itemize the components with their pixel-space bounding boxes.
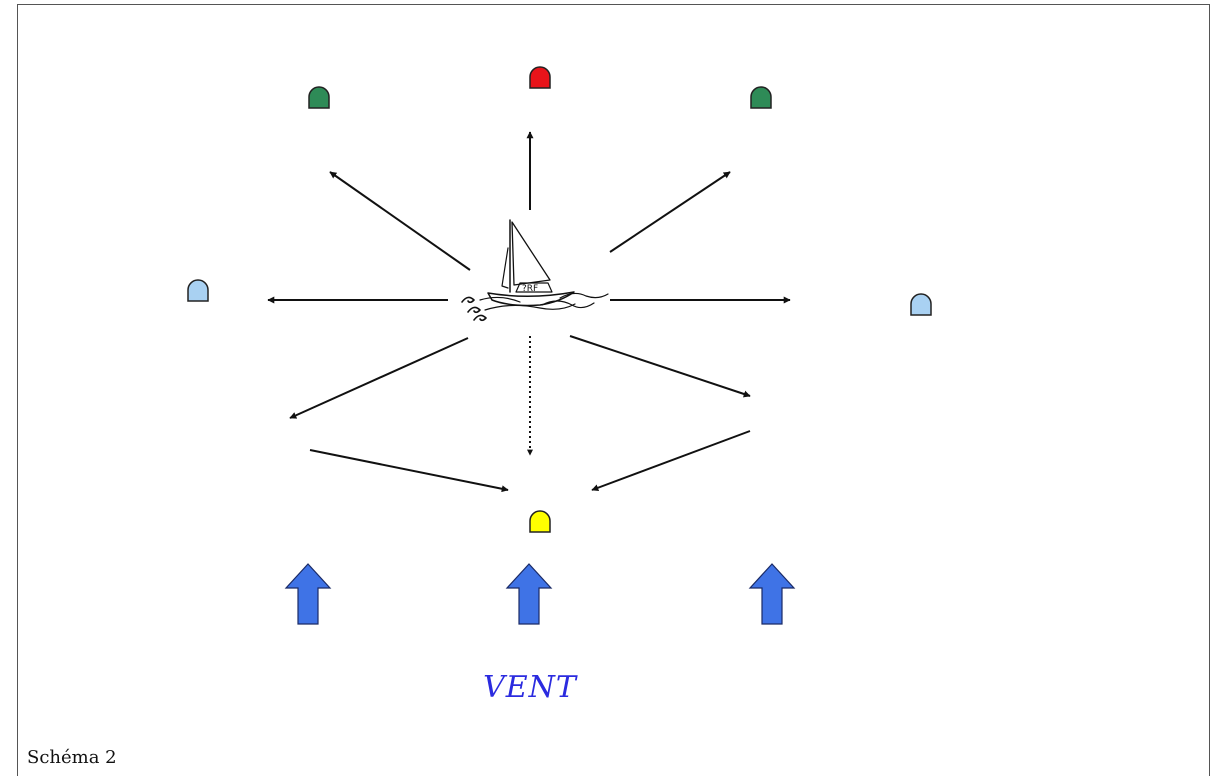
wind-label: VENT xyxy=(483,670,577,705)
arrow-down-right xyxy=(569,335,751,398)
svg-text:?RF: ?RF xyxy=(522,284,538,294)
buoy-green-right-icon xyxy=(750,86,772,109)
arrow-down-left xyxy=(289,337,469,419)
buoy-red-icon xyxy=(529,66,551,89)
buoy-green-left-icon xyxy=(308,86,330,109)
figure-frame xyxy=(17,4,1210,776)
buoy-light-blue-right-icon xyxy=(910,293,932,316)
wind-arrow-left-icon xyxy=(284,563,332,625)
wind-arrow-right-icon xyxy=(748,563,796,625)
buoy-yellow-icon xyxy=(529,510,551,533)
figure-caption: Schéma 2 xyxy=(27,747,117,768)
arrow-up-right xyxy=(609,171,731,253)
arrow-to-yellow-from-right xyxy=(591,430,751,492)
arrow-up-left xyxy=(329,171,471,271)
wind-arrow-center-icon xyxy=(505,563,553,625)
arrow-to-yellow-from-left xyxy=(309,449,509,493)
buoy-light-blue-left-icon xyxy=(187,279,209,302)
sailboat-icon: ?RF xyxy=(461,219,609,322)
